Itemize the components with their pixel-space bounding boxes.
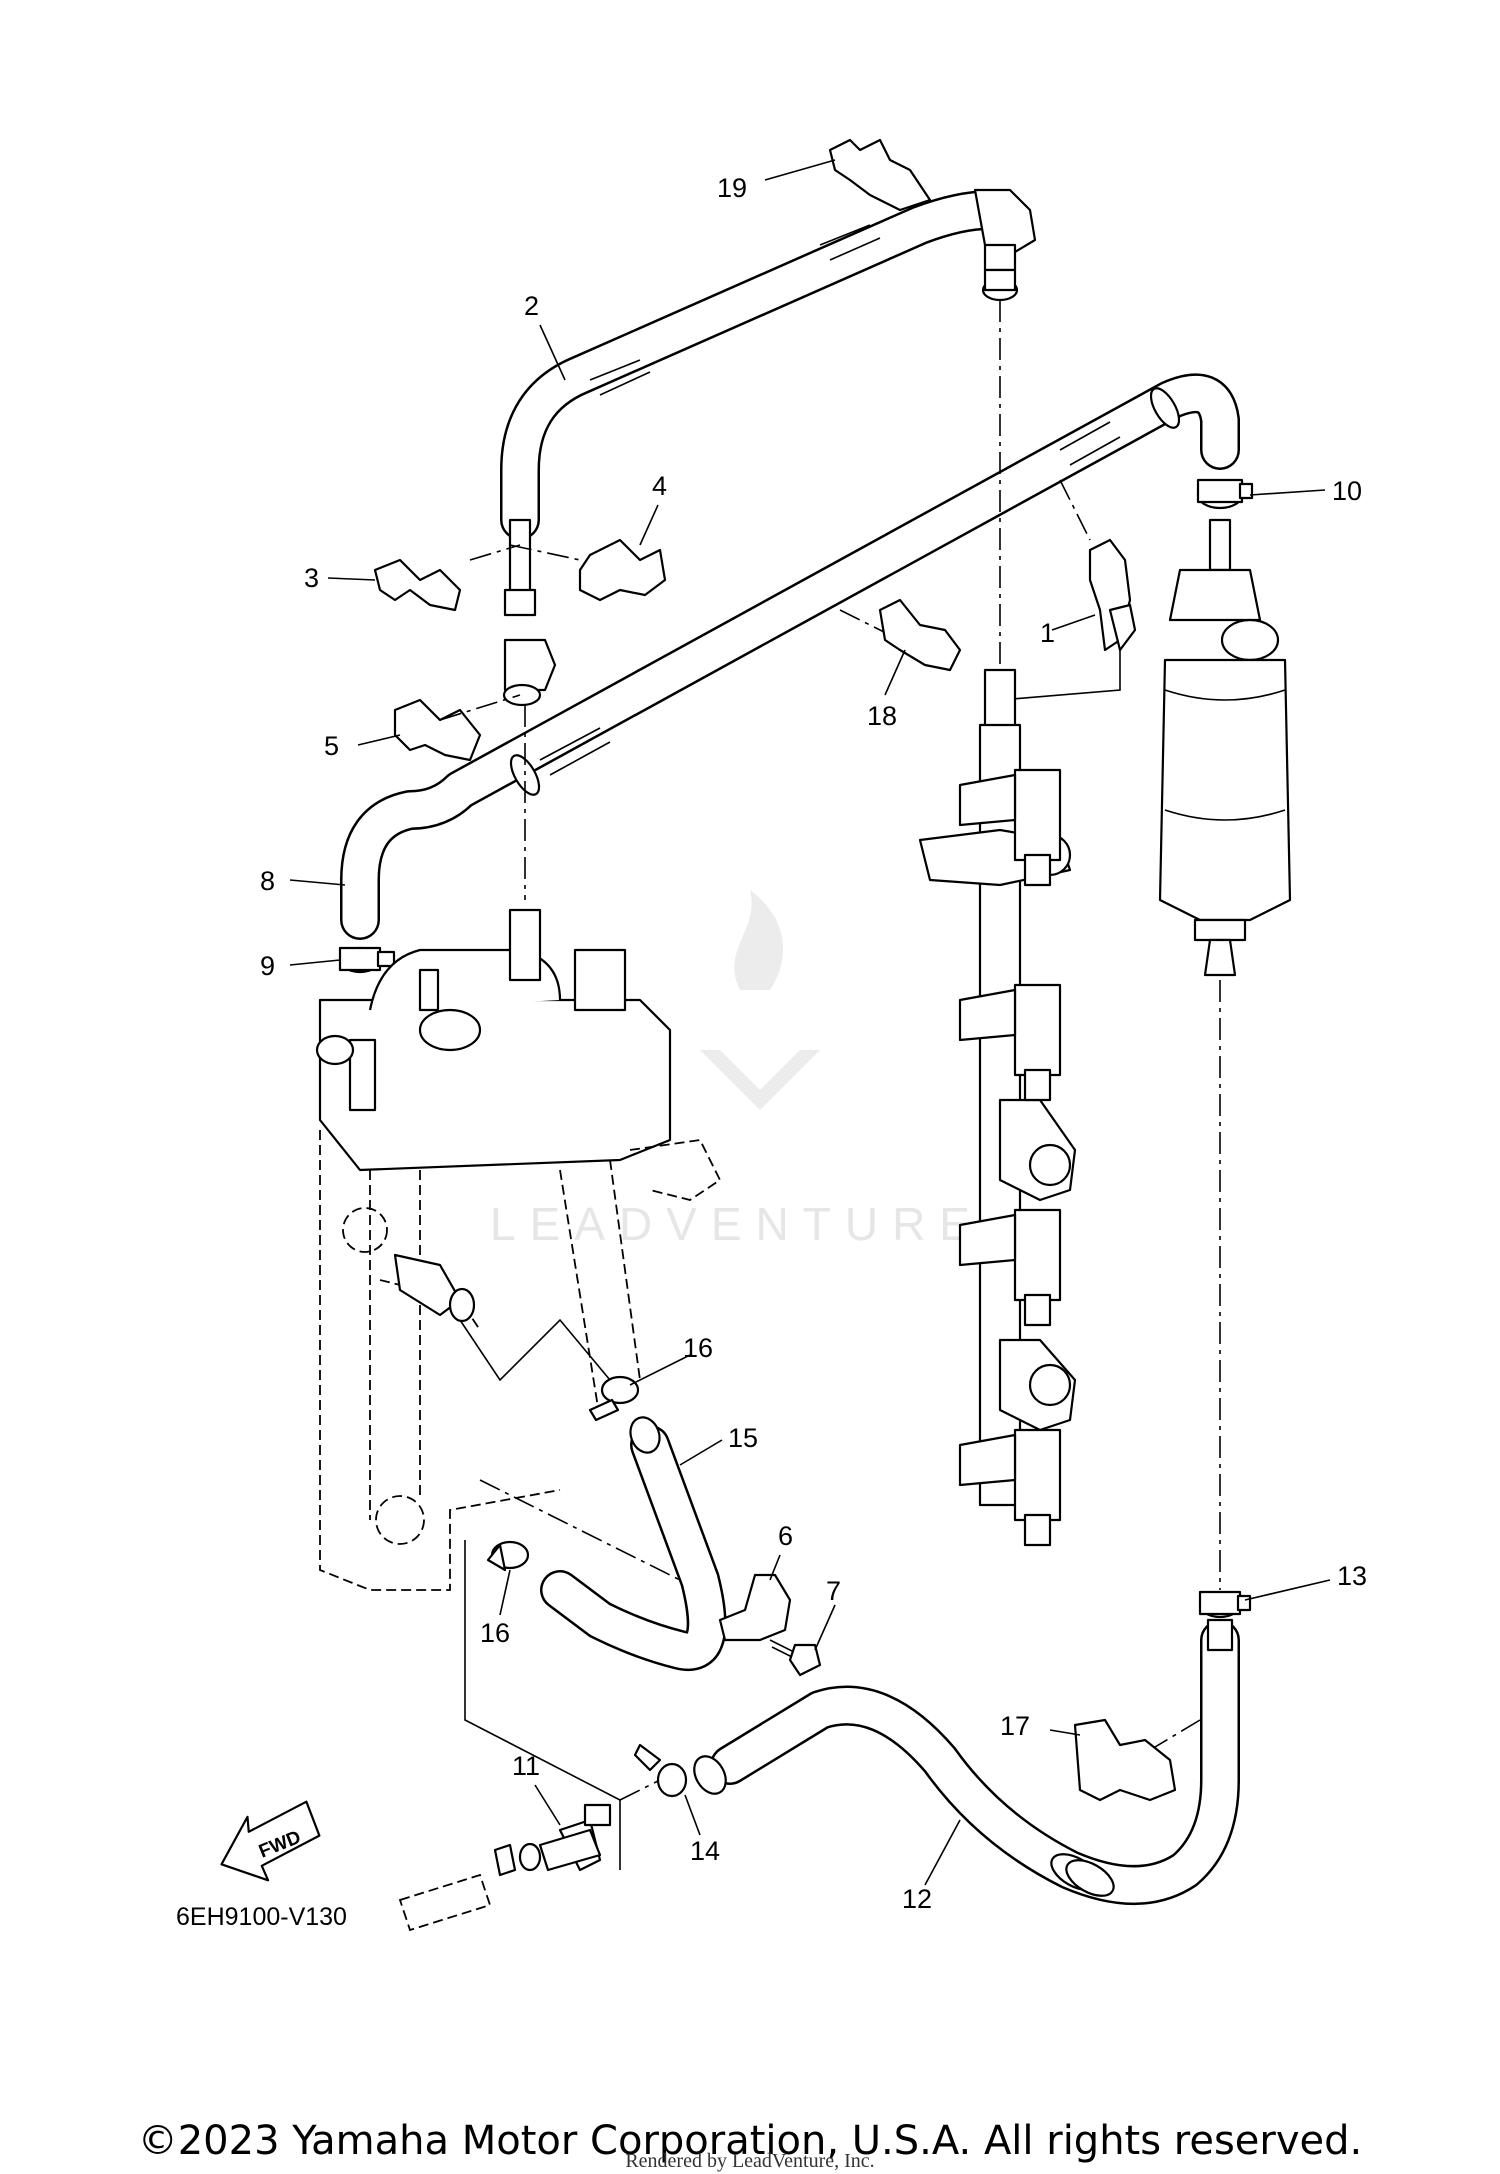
- part-label-13: 13: [1337, 1561, 1367, 1591]
- drawing-code: 6EH9100-V130: [176, 1903, 347, 1931]
- watermark-text: LEADVENTURE: [490, 1198, 984, 1250]
- clamp-13: [1198, 1590, 1252, 1619]
- bracket-6: [718, 1573, 792, 1642]
- hose-15: [540, 1416, 727, 1672]
- part-label-5: 5: [324, 731, 339, 761]
- clamp-5: [393, 698, 482, 762]
- part-label-8: 8: [260, 866, 275, 896]
- part-label-3: 3: [304, 563, 319, 593]
- joint-elbow-19: [828, 138, 1037, 302]
- part-label-16-lower: 16: [480, 1618, 510, 1648]
- clamp-17: [1073, 1718, 1177, 1802]
- vapor-separator-body: [315, 908, 672, 1172]
- joint-11: [398, 1803, 612, 1932]
- injector-connectors: [958, 773, 1017, 1487]
- hose-8: [340, 373, 1240, 940]
- part-label-19: 19: [717, 173, 747, 203]
- bolt-7: [769, 1639, 822, 1677]
- callout-leaders: [289, 159, 1331, 1886]
- clamp-16-upper: [588, 1375, 640, 1422]
- part-label-1: 1: [1040, 618, 1055, 648]
- clamp-9: [338, 946, 396, 974]
- part-label-4: 4: [652, 471, 667, 501]
- clamp-10: [1196, 478, 1254, 510]
- fuel-outlet-elbow: [393, 1253, 476, 1323]
- clamp-3: [373, 558, 462, 612]
- part-label-7: 7: [826, 1576, 841, 1606]
- fuel-rail-assembly: [918, 668, 1077, 1547]
- injectors: [1013, 768, 1062, 1547]
- clamp-14: [633, 1743, 688, 1798]
- part-label-16-upper: 16: [683, 1333, 713, 1363]
- part-label-15: 15: [728, 1423, 758, 1453]
- part-label-17: 17: [1000, 1711, 1030, 1741]
- part-label-10: 10: [1332, 476, 1362, 506]
- part-label-18: 18: [867, 701, 897, 731]
- clamp-18: [878, 598, 962, 672]
- fuel-pump: [1158, 518, 1292, 977]
- leader-lines: [439, 300, 1221, 1870]
- fwd-direction-arrow: FWD: [220, 1800, 321, 1882]
- watermark: LEADVENTURE: [490, 890, 984, 1250]
- part-label-14: 14: [690, 1836, 720, 1866]
- copyright-notice: ©2023 Yamaha Motor Corporation, U.S.A. A…: [137, 2118, 1363, 2164]
- clamp-4: [578, 538, 667, 602]
- part-label-9: 9: [260, 951, 275, 981]
- part-number-labels: 1 2 3 4 5 6 7 8 9 10 11 12 13 14 15 16 1…: [260, 173, 1367, 1914]
- clamp-16-lower: [486, 1540, 530, 1572]
- hose-2: [500, 190, 1010, 707]
- hose-12: [693, 1618, 1240, 1905]
- clamp-1: [1088, 538, 1137, 652]
- part-label-12: 12: [902, 1884, 932, 1914]
- rendered-by-notice: Rendered by LeadVenture, Inc.: [625, 2150, 875, 2172]
- part-label-2: 2: [524, 291, 539, 321]
- part-label-6: 6: [778, 1521, 793, 1551]
- part-label-11: 11: [512, 1751, 540, 1781]
